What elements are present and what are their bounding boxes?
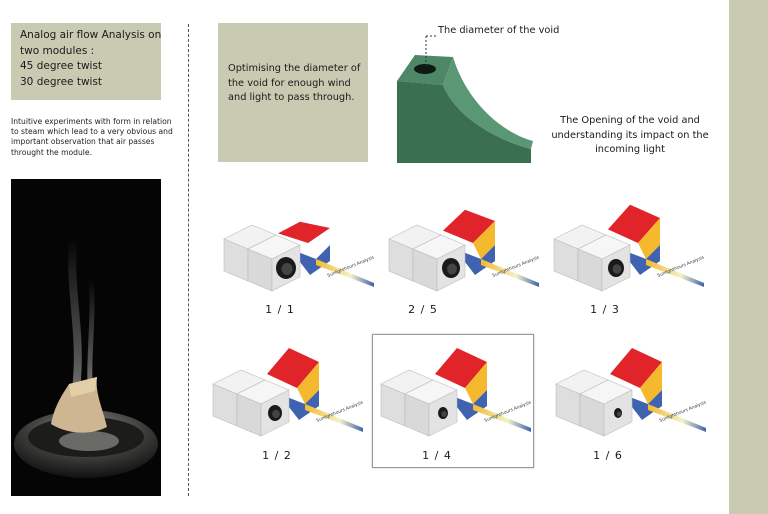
- diameter-pointer: [425, 35, 438, 68]
- legend-gradient-bar: [473, 404, 531, 432]
- sun-patch-yellow: [297, 362, 319, 404]
- void-opening-inner: [612, 264, 622, 274]
- sunlight-diagram: Sunlighthours Analysis: [223, 221, 376, 292]
- void-opening-inner: [616, 411, 622, 417]
- sun-patch-blue: [447, 390, 487, 420]
- title-line: Analog air flow Analysis on: [20, 29, 162, 41]
- legend-gradient-bar: [305, 404, 363, 432]
- ratio-label: 2 / 5: [408, 303, 438, 316]
- sun-patch-red: [267, 348, 319, 388]
- legend-gradient-bar: [481, 259, 539, 287]
- sun-patch-blue: [290, 245, 330, 275]
- ratio-label: 1 / 6: [593, 449, 623, 462]
- sun-patch-red: [278, 221, 330, 243]
- title-line: 45 degree twist: [20, 60, 103, 72]
- void-opening-inner: [272, 409, 280, 419]
- void-module-render: [397, 55, 533, 163]
- sun-patch-blue: [620, 245, 660, 275]
- sun-patch-red: [443, 209, 495, 243]
- ratio-label: 1 / 4: [422, 449, 452, 462]
- sun-patch-yellow: [640, 362, 662, 404]
- legend-gradient-bar: [316, 259, 374, 287]
- sunlight-diagram: Sunlighthours Analysis: [555, 348, 708, 437]
- legend-gradient-bar: [648, 404, 706, 432]
- sun-patch-blue: [279, 390, 319, 420]
- void-opening-inner: [441, 411, 447, 417]
- sun-patch-red: [608, 204, 660, 243]
- void-opening-inner: [281, 263, 293, 275]
- highlight-frame: [372, 334, 534, 468]
- sunlight-diagram: Sunlighthours Analysis: [212, 348, 365, 437]
- right-sidebar-band: [729, 0, 768, 514]
- sun-patch-red: [435, 348, 487, 388]
- title-line: two modules :: [20, 44, 95, 57]
- sunlight-diagram: Sunlighthours Analysis: [380, 348, 533, 437]
- sun-patch-yellow: [465, 362, 487, 404]
- ratio-label: 1 / 2: [262, 449, 292, 462]
- diameter-label: The diameter of the void: [438, 25, 560, 36]
- ratio-label: 1 / 3: [590, 303, 620, 316]
- sunlight-diagram: Sunlighthours Analysis: [553, 204, 706, 292]
- sun-patch-red: [610, 348, 662, 388]
- void-opening-inner: [447, 263, 457, 275]
- sun-patch-blue: [455, 245, 495, 275]
- opening-caption: The Opening of the void and understandin…: [551, 115, 709, 155]
- title-line: 30 degree twist: [20, 75, 103, 88]
- column-divider: [188, 24, 189, 496]
- sun-patch-yellow: [638, 218, 660, 259]
- ratio-label: 1 / 1: [265, 303, 295, 316]
- steam-experiment-photo: [11, 179, 161, 496]
- sunlight-diagram: Sunlighthours Analysis: [388, 209, 541, 292]
- intro-paragraph: Intuitive experiments with form in relat…: [11, 117, 173, 157]
- sun-patch-yellow: [473, 221, 495, 259]
- diameter-note-box: Optimising the diameter of the void for …: [218, 23, 368, 162]
- sun-patch-blue: [622, 390, 662, 420]
- legend-gradient-bar: [646, 259, 704, 287]
- analysis-title-box: Analog air flow Analysis on two modules …: [11, 23, 161, 100]
